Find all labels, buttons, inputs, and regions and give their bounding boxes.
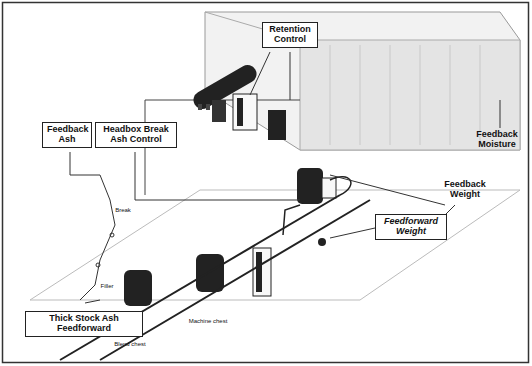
callout-box: Retention Control [262,22,318,48]
callout-text: Feedforward Weight [380,217,442,237]
part-label: Machine chest [186,318,230,325]
callout-text: Headbox Break Ash Control [100,125,172,145]
callout-text: Thick Stock Ash Feedforward [30,314,138,334]
callout-box: Thick Stock Ash Feedforward [25,311,143,337]
part-label: Blend chest [112,341,148,348]
part-label: Break [108,207,138,214]
part-label: Filler [92,283,122,290]
callout-box: Feedforward Weight [375,214,447,240]
signal-label: Feedback Weight [440,180,490,200]
callout-box: Headbox Break Ash Control [95,122,177,148]
callout-text: Feedback Ash [47,125,87,145]
callout-box: Feedback Ash [42,122,92,148]
signal-label: Feedback Moisture [472,130,522,150]
callout-text: Retention Control [267,25,313,45]
